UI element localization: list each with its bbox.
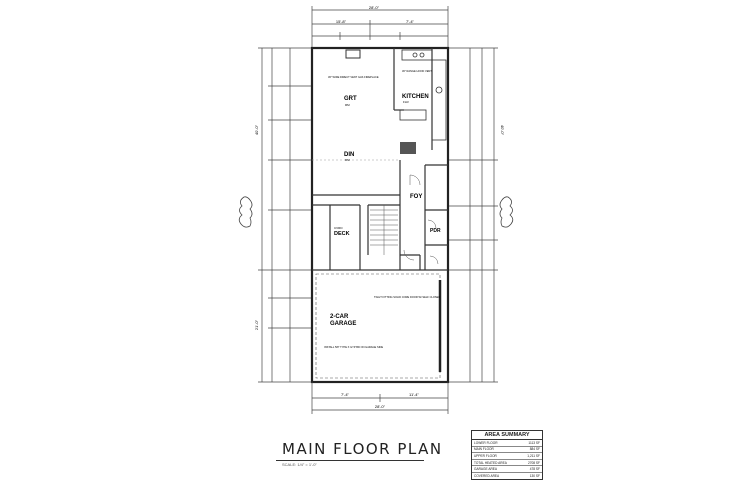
room-grt-sub: RM xyxy=(345,103,350,107)
note-hood: 30" RANGE HOOD VENT xyxy=(402,69,432,73)
dim-bottom-right: 11'-4" xyxy=(409,392,419,397)
scale-note: SCALE: 1/4" = 1'-0" xyxy=(282,462,317,467)
area-row-value: 1113 SF xyxy=(528,440,540,445)
area-row: TOTAL HEATED AREA 2708 SF xyxy=(472,460,542,467)
area-row: MAIN FLOOR 884 SF xyxy=(472,447,542,454)
exterior-walls xyxy=(310,46,450,384)
interior-walls xyxy=(312,48,448,271)
room-grt: GRT xyxy=(344,96,357,102)
door-swings xyxy=(403,174,439,265)
fireplace xyxy=(345,49,361,59)
dim-left-overall: 40'-0" xyxy=(254,124,259,135)
area-row: COVERED AREA 130 SF xyxy=(472,473,542,479)
dim-bottom-overall: 28'-0" xyxy=(375,404,386,409)
kitchen-counters xyxy=(399,49,447,141)
area-row: GARAGE AREA 478 SF xyxy=(472,466,542,473)
title-underline xyxy=(276,460,424,461)
area-row-label: GARAGE AREA xyxy=(474,467,498,472)
room-din-sub: RM xyxy=(345,158,350,162)
area-row-value: 884 SF xyxy=(529,447,540,452)
note-fireplace: 36" WIDE DIRECT VENT GAS FIREPLACE xyxy=(328,75,379,79)
dim-right-overall: 40'-0" xyxy=(500,125,505,136)
right-wall-section-mark xyxy=(499,196,514,228)
stair-treads xyxy=(370,205,398,255)
plan-title: MAIN FLOOR PLAN xyxy=(282,440,443,458)
area-row: UPPER FLOOR 1,211 SF xyxy=(472,453,542,460)
room-kitchen: KITCHEN xyxy=(402,94,429,100)
area-row-value: 1,211 SF xyxy=(527,453,540,458)
room-garage-2: GARAGE xyxy=(330,321,356,327)
area-summary-title: AREA SUMMARY xyxy=(472,431,542,440)
dim-top-left: 15'-8" xyxy=(336,19,347,24)
note-door: TIGHT FITTING SOLID CORE DOOR W/ SELF CL… xyxy=(374,295,440,299)
left-wall-section-mark xyxy=(238,196,253,228)
room-foy: FOY xyxy=(410,194,422,200)
left-dimension-lines xyxy=(258,47,312,383)
room-din: DIN xyxy=(344,152,354,158)
range xyxy=(400,142,416,154)
dim-left-lower: 21'-0" xyxy=(254,319,259,330)
dim-top-right: 7'-4" xyxy=(406,19,415,24)
area-summary-table: AREA SUMMARY LOWER FLOOR 1113 SF MAIN FLO… xyxy=(471,430,543,480)
note-garage: INSTALL 5/8" TYPE X GYP BD ON GARAGE SID… xyxy=(324,345,383,349)
area-row-label: COVERED AREA xyxy=(474,473,500,478)
right-dimension-lines xyxy=(448,47,498,383)
room-garage-1: 2-CAR xyxy=(330,314,349,320)
area-row-value: 130 SF xyxy=(529,473,540,478)
area-row-value: 478 SF xyxy=(529,467,540,472)
area-row-label: TOTAL HEATED AREA xyxy=(474,460,507,465)
dim-top-overall: 28'-0" xyxy=(369,5,380,10)
area-row-label: LOWER FLOOR xyxy=(474,440,498,445)
area-row-label: MAIN FLOOR xyxy=(474,447,494,452)
area-row-label: UPPER FLOOR xyxy=(474,453,497,458)
room-deck: DECK xyxy=(334,231,350,237)
dim-bottom-left: 7'-4" xyxy=(341,392,350,397)
area-row: LOWER FLOOR 1113 SF xyxy=(472,440,542,447)
room-kitchen-sub: FLR xyxy=(403,100,410,104)
bottom-dimension-lines xyxy=(311,382,449,414)
room-pdr: PDR xyxy=(430,228,441,234)
area-row-value: 2708 SF xyxy=(527,460,540,465)
room-deck-sub: CVRD xyxy=(334,226,343,230)
top-dimension-lines xyxy=(311,6,449,48)
